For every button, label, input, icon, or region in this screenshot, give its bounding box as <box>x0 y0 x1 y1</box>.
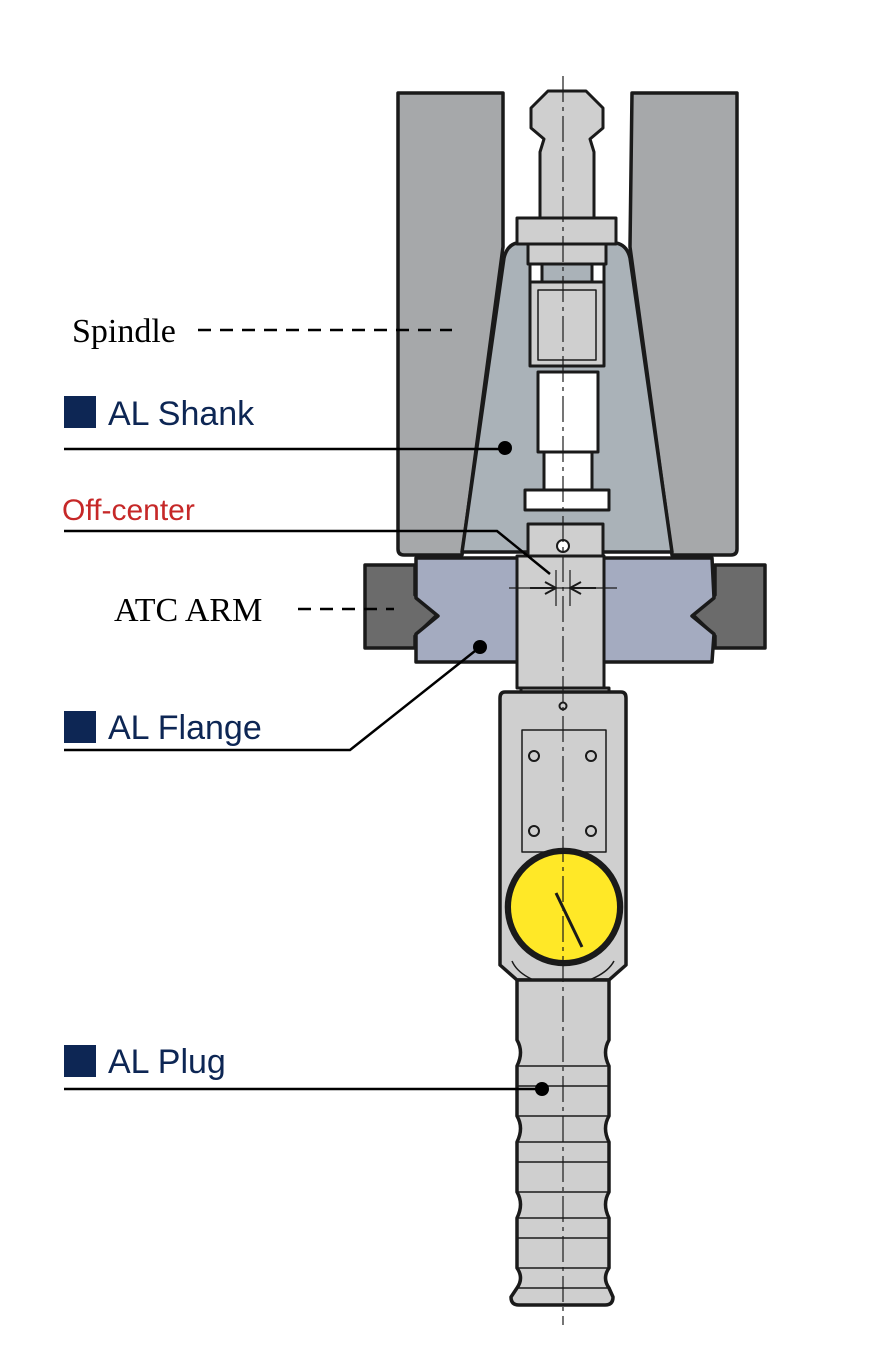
leader-dot-icon <box>473 640 487 654</box>
square-bullet-icon <box>64 711 96 743</box>
label-al-plug: AL Plug <box>108 1043 226 1081</box>
label-off-center: Off-center <box>62 494 195 527</box>
pull-stud <box>515 89 618 512</box>
square-bullet-icon <box>64 396 96 428</box>
label-al-flange: AL Flange <box>108 709 262 747</box>
off-center-marker <box>509 570 617 606</box>
dial-needle <box>554 892 584 948</box>
leader-dot-icon <box>535 1082 549 1096</box>
dial-gauge <box>504 847 624 967</box>
label-spindle: Spindle <box>72 313 176 350</box>
leader-dots <box>473 441 549 1096</box>
al-flange-leader <box>64 646 481 752</box>
arrow-left-icon <box>567 581 596 595</box>
arrow-right-icon <box>530 581 559 595</box>
off-center-leader <box>64 529 551 575</box>
callout-leaders <box>64 328 551 1091</box>
leader-dot-icon <box>498 441 512 455</box>
label-atc-arm: ATC ARM <box>114 592 262 629</box>
label-al-shank: AL Shank <box>108 395 255 433</box>
square-bullet-icon <box>64 1045 96 1077</box>
